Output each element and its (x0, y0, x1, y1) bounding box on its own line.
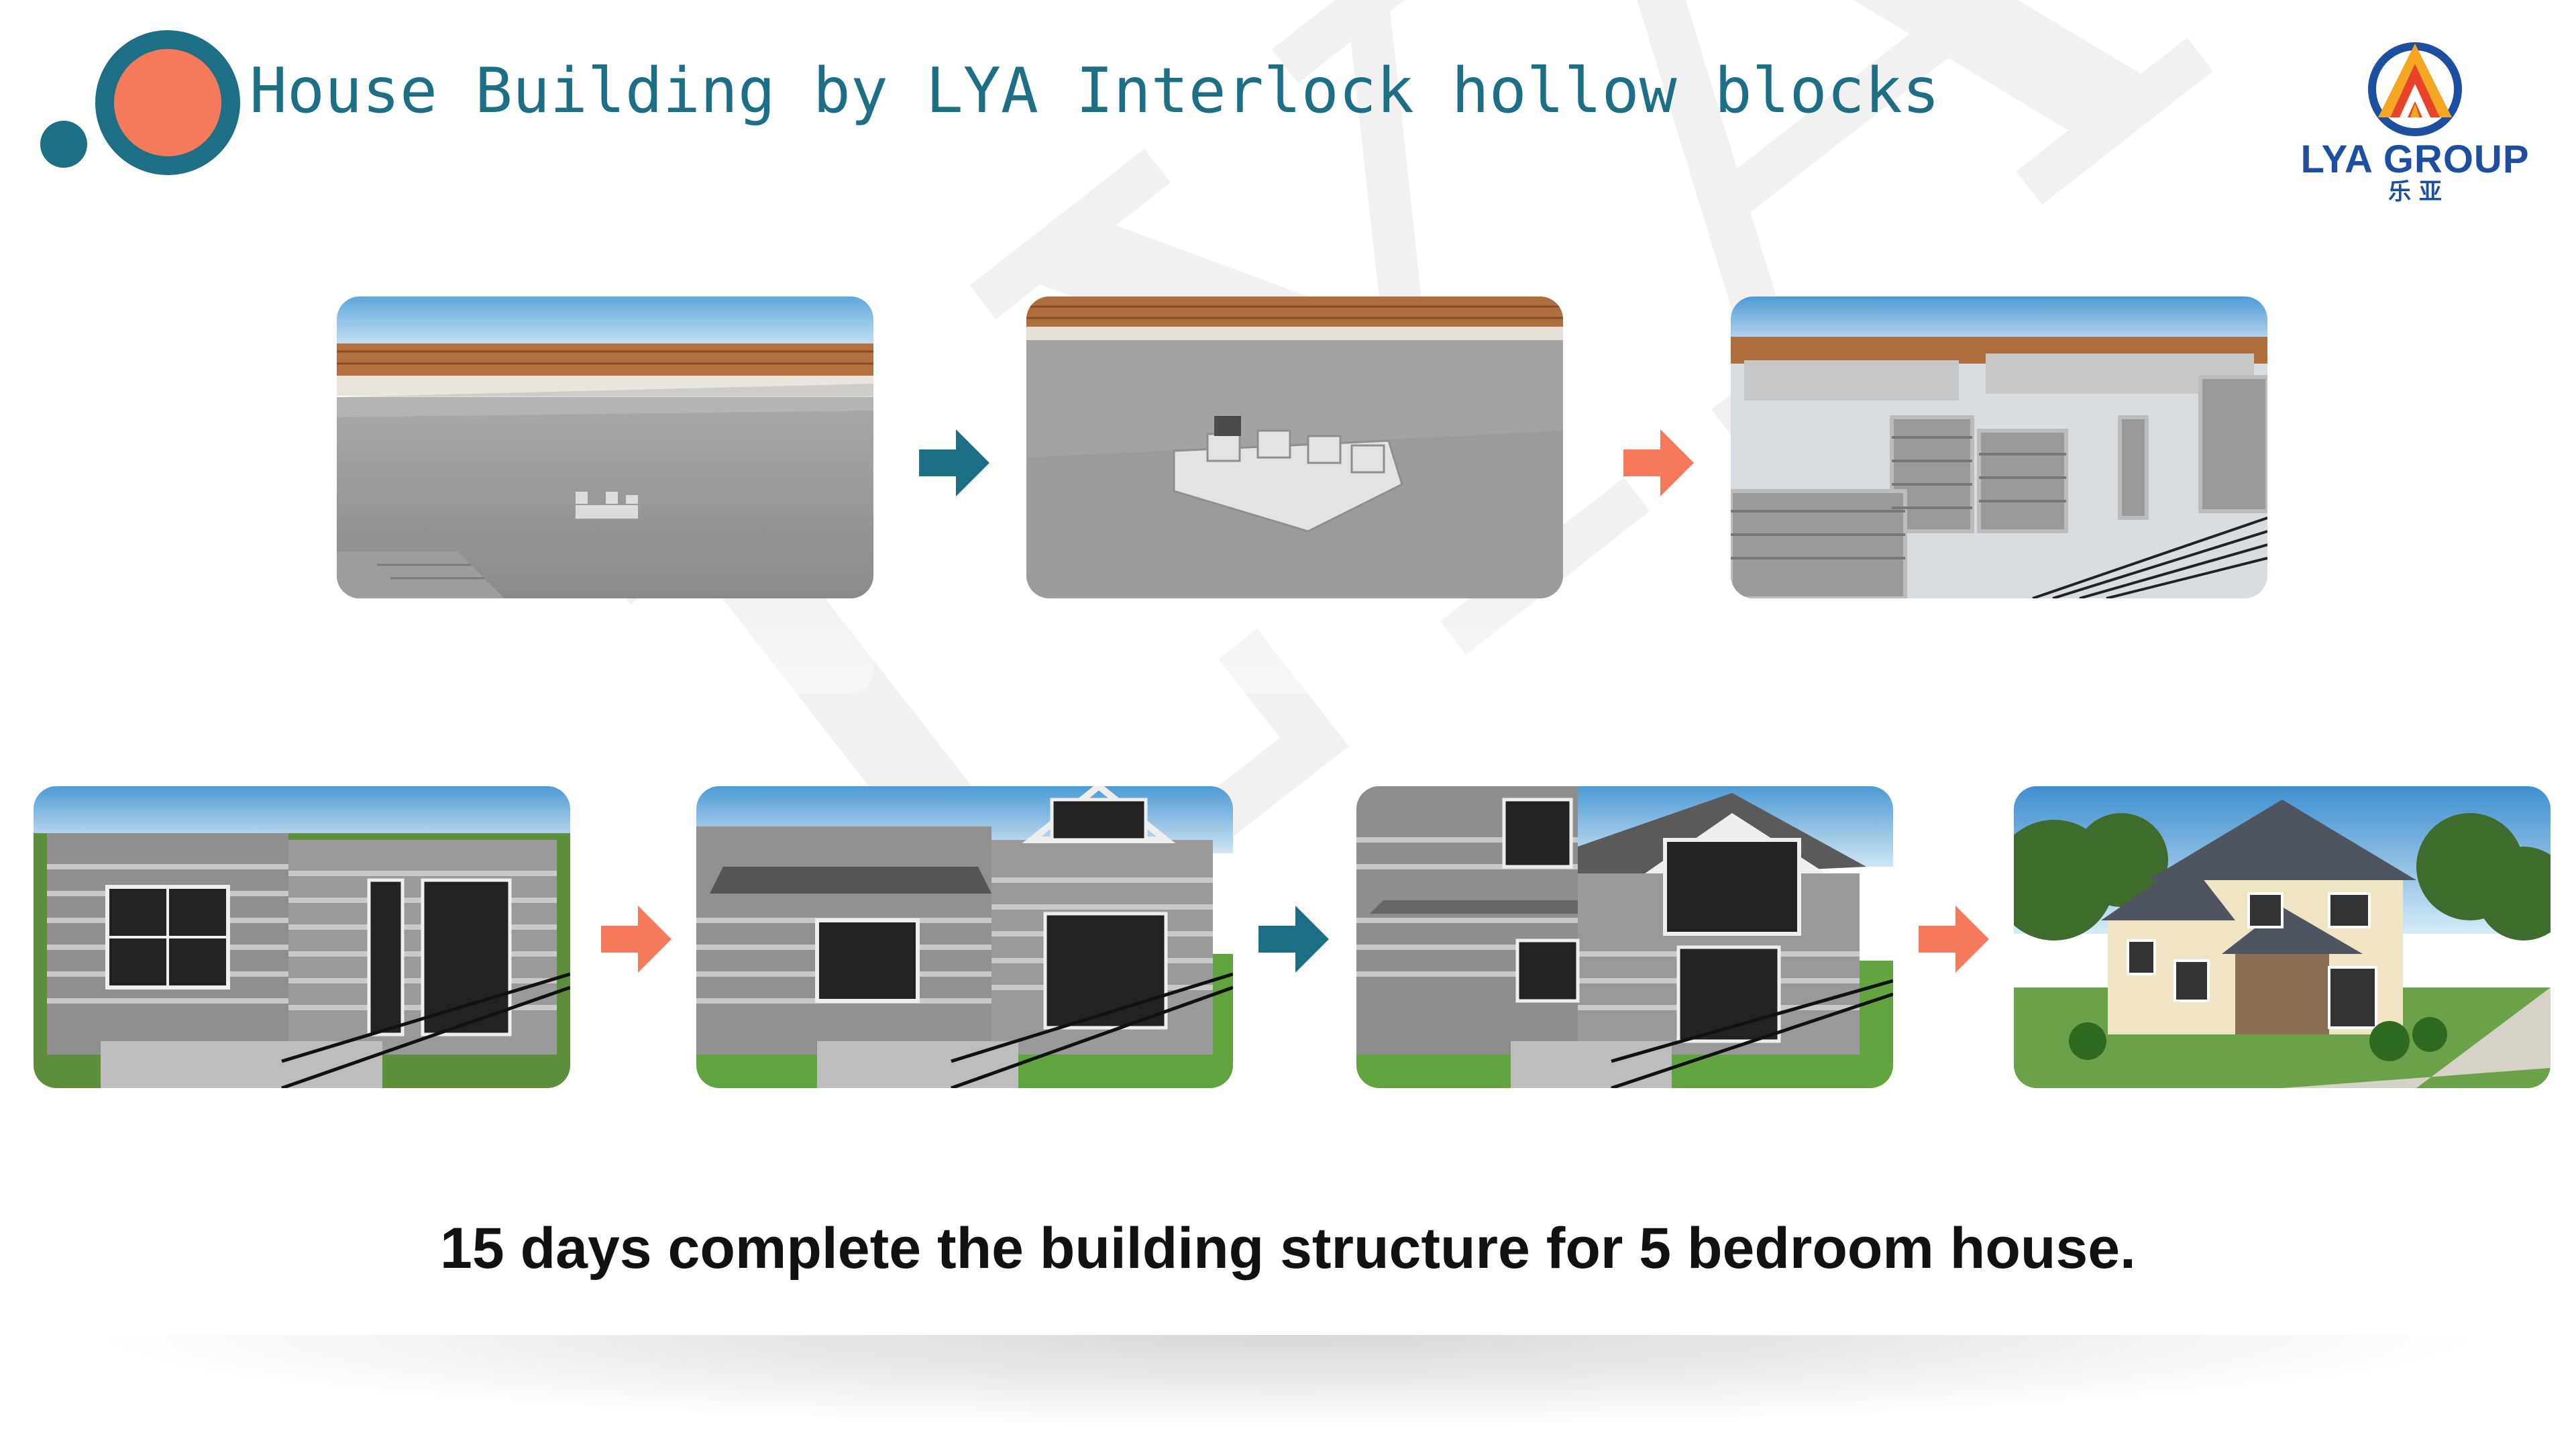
step-7-render (2014, 786, 2551, 1088)
decorative-circle-small (40, 121, 87, 168)
step-3-render (1731, 297, 2267, 598)
step-2-reflection (1026, 600, 1563, 694)
caption: 15 days complete the building structure … (440, 1216, 2136, 1281)
arrow-right-icon (601, 906, 672, 973)
lya-logo-icon (2368, 42, 2462, 136)
logo-chinese-name: 乐 亚 (2388, 178, 2442, 205)
step-1-reflection (337, 600, 873, 694)
step-4-reflection (34, 1089, 570, 1183)
arrow-1 (919, 429, 989, 496)
step-5-reflection (696, 1089, 1233, 1183)
lya-logo: LYA GROUP 乐 亚 (2294, 37, 2536, 211)
step-7-reflection (2014, 1089, 2551, 1183)
arrow-right-icon (919, 429, 989, 496)
arrow-5 (1919, 906, 1989, 973)
step-2-render (1026, 297, 1563, 598)
step-3-reflection (1731, 600, 2267, 694)
logo-name: LYA GROUP (2300, 138, 2530, 181)
arrow-4 (1258, 906, 1329, 973)
step-6-reflection (1356, 1089, 1893, 1183)
step-4-render (34, 786, 570, 1088)
decorative-circle-large (95, 30, 240, 175)
step-1-render (337, 297, 873, 598)
step-5-render (696, 786, 1233, 1088)
footer-shadow (80, 1335, 2496, 1429)
arrow-3 (601, 906, 672, 973)
arrow-2 (1623, 429, 1694, 496)
arrow-right-icon (1623, 429, 1694, 496)
step-6-render (1356, 786, 1893, 1088)
arrow-right-icon (1258, 906, 1329, 973)
page-title: House Building by LYA Interlock hollow b… (250, 54, 1940, 127)
arrow-right-icon (1919, 906, 1989, 973)
